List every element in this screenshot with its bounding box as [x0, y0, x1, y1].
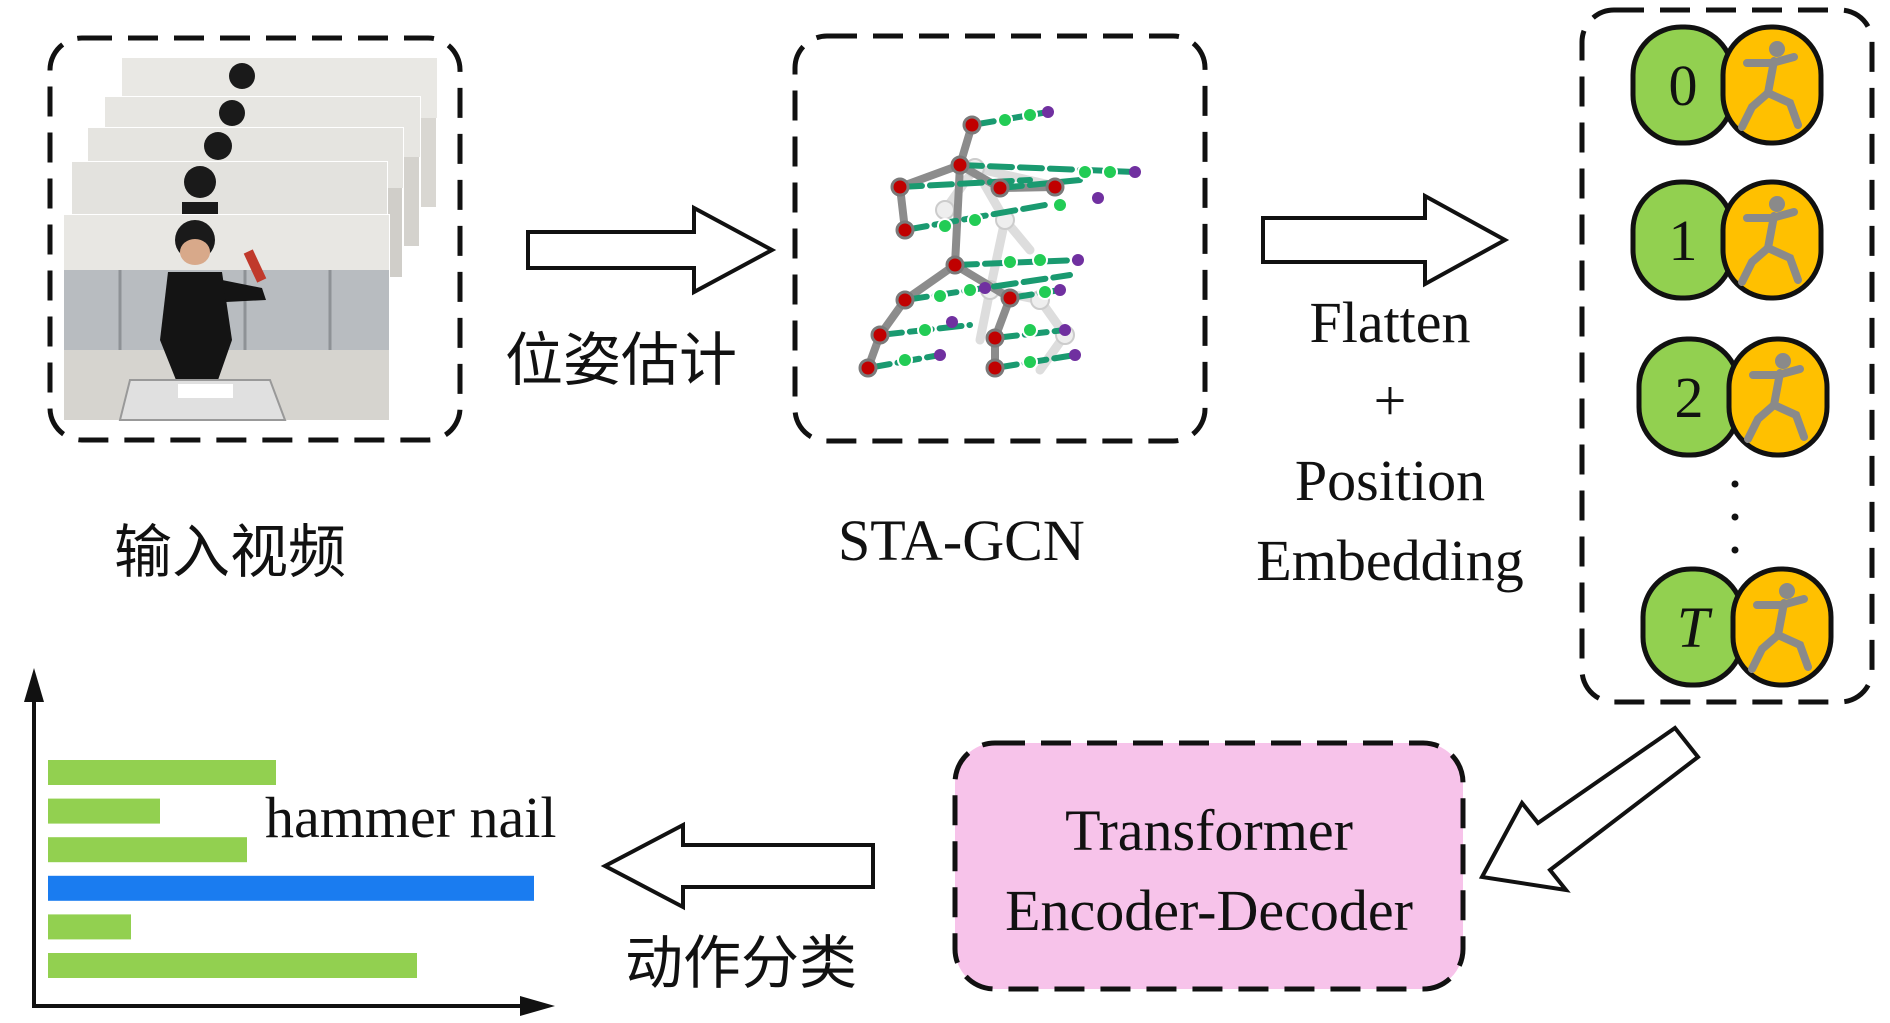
- token-index-label: 0: [1669, 53, 1698, 118]
- bar: [48, 914, 131, 940]
- predicted-class-label: hammer nail: [265, 785, 557, 850]
- arrow-to-tokens: [1261, 192, 1510, 288]
- token-sequence-block: 0 1 2T: [1579, 7, 1875, 705]
- transformer-block: Transformer Encoder-Decoder: [952, 740, 1466, 992]
- stick-figure-icon: [1748, 583, 1812, 673]
- transformer-label-line1: Transformer: [1065, 798, 1353, 863]
- token-0: 0: [1630, 24, 1824, 146]
- token-index-label: T: [1677, 595, 1713, 660]
- stick-figure-icon: [1744, 353, 1808, 443]
- input-video-block: [47, 35, 463, 443]
- ellipsis-dots: [1731, 480, 1739, 554]
- skeleton-graph: [858, 106, 1141, 378]
- sta-gcn-dashed-frame: [792, 33, 1208, 444]
- input-video-dashed-frame: [47, 35, 463, 443]
- sta-gcn-block: [792, 33, 1208, 444]
- token-list: 0 1 2T: [1630, 24, 1834, 688]
- token-2: 2: [1636, 336, 1830, 458]
- bar-group: [48, 760, 534, 978]
- token-dashed-frame: [1579, 7, 1875, 705]
- embedding-label: Embedding: [1256, 528, 1523, 593]
- bar: [48, 837, 247, 863]
- stick-figure-icon: [1738, 41, 1802, 131]
- bar-highlight: [48, 875, 534, 901]
- arrow-to-pose: [526, 204, 777, 296]
- sta-gcn-label: STA-GCN: [838, 508, 1085, 573]
- bar: [48, 798, 160, 824]
- transformer-label-line2: Encoder-Decoder: [1005, 878, 1413, 943]
- flatten-label: Flatten: [1309, 290, 1470, 355]
- video-frame-stack: [63, 57, 438, 421]
- arrow-to-classification: [600, 821, 875, 911]
- token-index-label: 1: [1669, 208, 1698, 273]
- input-video-label: 输入视频: [114, 518, 346, 586]
- x-axis-arrowhead: [520, 996, 555, 1016]
- video-frame-front: [63, 214, 390, 421]
- bar: [48, 953, 417, 978]
- position-label: Position: [1295, 448, 1485, 513]
- bar: [48, 760, 276, 785]
- transformer-box: [952, 740, 1466, 992]
- token-index-label: 2: [1675, 365, 1704, 430]
- pose-estimation-label: 位姿估计: [505, 326, 737, 394]
- y-axis-arrowhead: [24, 668, 44, 702]
- action-classification-label: 动作分类: [625, 929, 857, 997]
- token-1: 1: [1630, 179, 1824, 301]
- arrow-to-transformer: [1478, 725, 1701, 893]
- token-3: T: [1640, 566, 1834, 688]
- classification-chart: hammer nail: [24, 668, 557, 1016]
- plus-label: +: [1374, 368, 1407, 433]
- stick-figure-icon: [1738, 196, 1802, 286]
